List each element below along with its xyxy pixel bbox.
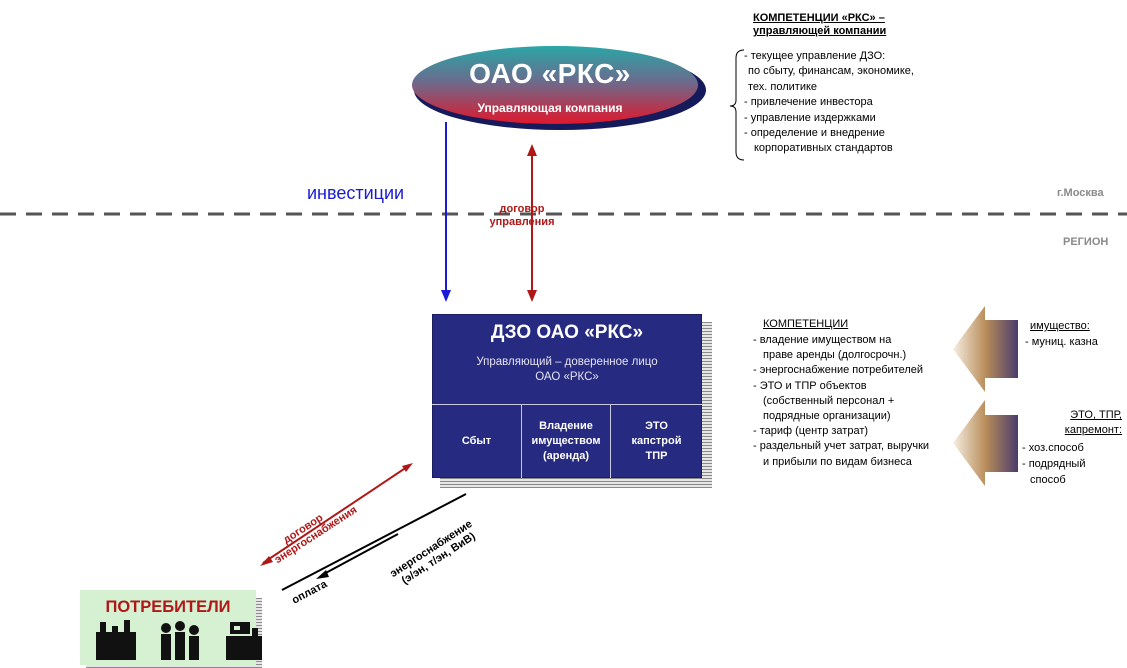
- dzo-eto-line2: капстрой: [631, 435, 682, 447]
- hq-competences-title: КОМПЕТЕНЦИИ «РКС» – управляющей компании: [753, 12, 953, 38]
- hq-ellipse[interactable]: [412, 46, 698, 124]
- property-arrow: [953, 306, 1018, 392]
- hq-competences-brace: [729, 49, 745, 161]
- consumers-title: ПОТРЕБИТЕЛИ: [105, 598, 231, 616]
- dzo-property-line1: Владение: [539, 420, 593, 432]
- eto-item: способ: [1030, 474, 1066, 486]
- dzo-subtitle-line1: Управляющий – доверенное лицо: [476, 356, 658, 368]
- dzo-competence-item: - энергоснабжение потребителей: [753, 364, 924, 377]
- payment-arrow: [281, 493, 467, 591]
- dzo-sales-cell[interactable]: Сбыт: [432, 404, 522, 478]
- dzo-competence-item: - владение имуществом на: [753, 334, 892, 346]
- mgmt-contract-label-line1: договор: [499, 203, 545, 215]
- dzo-box[interactable]: [432, 314, 702, 478]
- dzo-property-cell[interactable]: Владение имуществом (аренда): [522, 404, 611, 478]
- investments-label: инвестиции: [307, 183, 405, 203]
- dzo-competence-item: подрядные организации): [763, 410, 891, 423]
- dzo-property-line2: имуществом: [531, 435, 601, 447]
- dzo-competence-item: и прибыли по видам бизнеса: [763, 455, 912, 468]
- dzo-competences-title: КОМПЕТЕНЦИИ: [763, 318, 849, 330]
- eto-arrow: [953, 400, 1018, 486]
- hq-competence-item: - определение и внедрение: [744, 127, 885, 140]
- energy-supply-arrow: [321, 533, 399, 576]
- dzo-subtitle: Управляющий – доверенное лицо ОАО «РКС»: [432, 355, 702, 385]
- mgmt-contract-label: договор управления: [467, 203, 577, 229]
- supply-contract-arrow: [262, 464, 411, 564]
- hq-competence-item: - текущее управление ДЗО:: [744, 50, 886, 62]
- eto-title-line1: ЭТО, ТПР,: [1070, 409, 1122, 421]
- dzo-competence-item: (собственный персонал +: [763, 394, 895, 407]
- hq-competences-list: - текущее управление ДЗО: по сбыту, фина…: [744, 49, 984, 157]
- eto-item: - хоз.способ: [1022, 442, 1084, 454]
- property-item: - муниц. казна: [1025, 336, 1098, 348]
- hq-competences-title-line1: КОМПЕТЕНЦИИ «РКС» –: [753, 12, 885, 24]
- dzo-title: ДЗО ОАО «РКС»: [490, 322, 644, 343]
- hq-subtitle: Управляющая компания: [477, 101, 623, 115]
- dzo-competence-item: - тариф (центр затрат): [753, 425, 869, 438]
- dzo-eto-line1: ЭТО: [645, 420, 668, 432]
- dzo-sales-label: Сбыт: [461, 435, 492, 447]
- dzo-eto-cell[interactable]: ЭТО капстрой ТПР: [611, 404, 702, 478]
- dzo-competence-item: - раздельный учет затрат, выручки: [753, 440, 930, 453]
- property-title: имущество:: [1030, 320, 1090, 332]
- hq-competence-item: корпоративных стандартов: [754, 142, 893, 155]
- dzo-competence-item: праве аренды (долгосрочн.): [763, 349, 907, 362]
- hq-competences-title-line2: управляющей компании: [753, 25, 887, 37]
- dzo-eto-line3: ТПР: [645, 450, 668, 462]
- region-label: РЕГИОН: [1063, 236, 1109, 248]
- hq-competence-item: тех. политике: [748, 80, 818, 93]
- hq-title: ОАО «РКС»: [469, 58, 631, 89]
- eto-title-line2: капремонт:: [1064, 424, 1122, 436]
- hq-competence-item: - привлечение инвестора: [744, 96, 873, 109]
- hq-competence-item: - управление издержками: [744, 111, 876, 124]
- moscow-label: г.Москва: [1057, 187, 1104, 199]
- dzo-subtitle-line2: ОАО «РКС»: [535, 371, 599, 383]
- eto-items: - хоз.способ - подрядный способ: [1022, 440, 1085, 488]
- dzo-property-line3: (аренда): [542, 450, 590, 462]
- hq-competence-item: по сбыту, финансам, экономике,: [748, 65, 914, 78]
- dzo-competence-item: - ЭТО и ТПР объектов: [753, 379, 867, 392]
- eto-item: - подрядный: [1022, 458, 1086, 470]
- dzo-competences-list: - владение имуществом на праве аренды (д…: [753, 333, 929, 470]
- mgmt-contract-label-line2: управления: [489, 216, 555, 228]
- eto-title: ЭТО, ТПР, капремонт:: [1022, 408, 1122, 438]
